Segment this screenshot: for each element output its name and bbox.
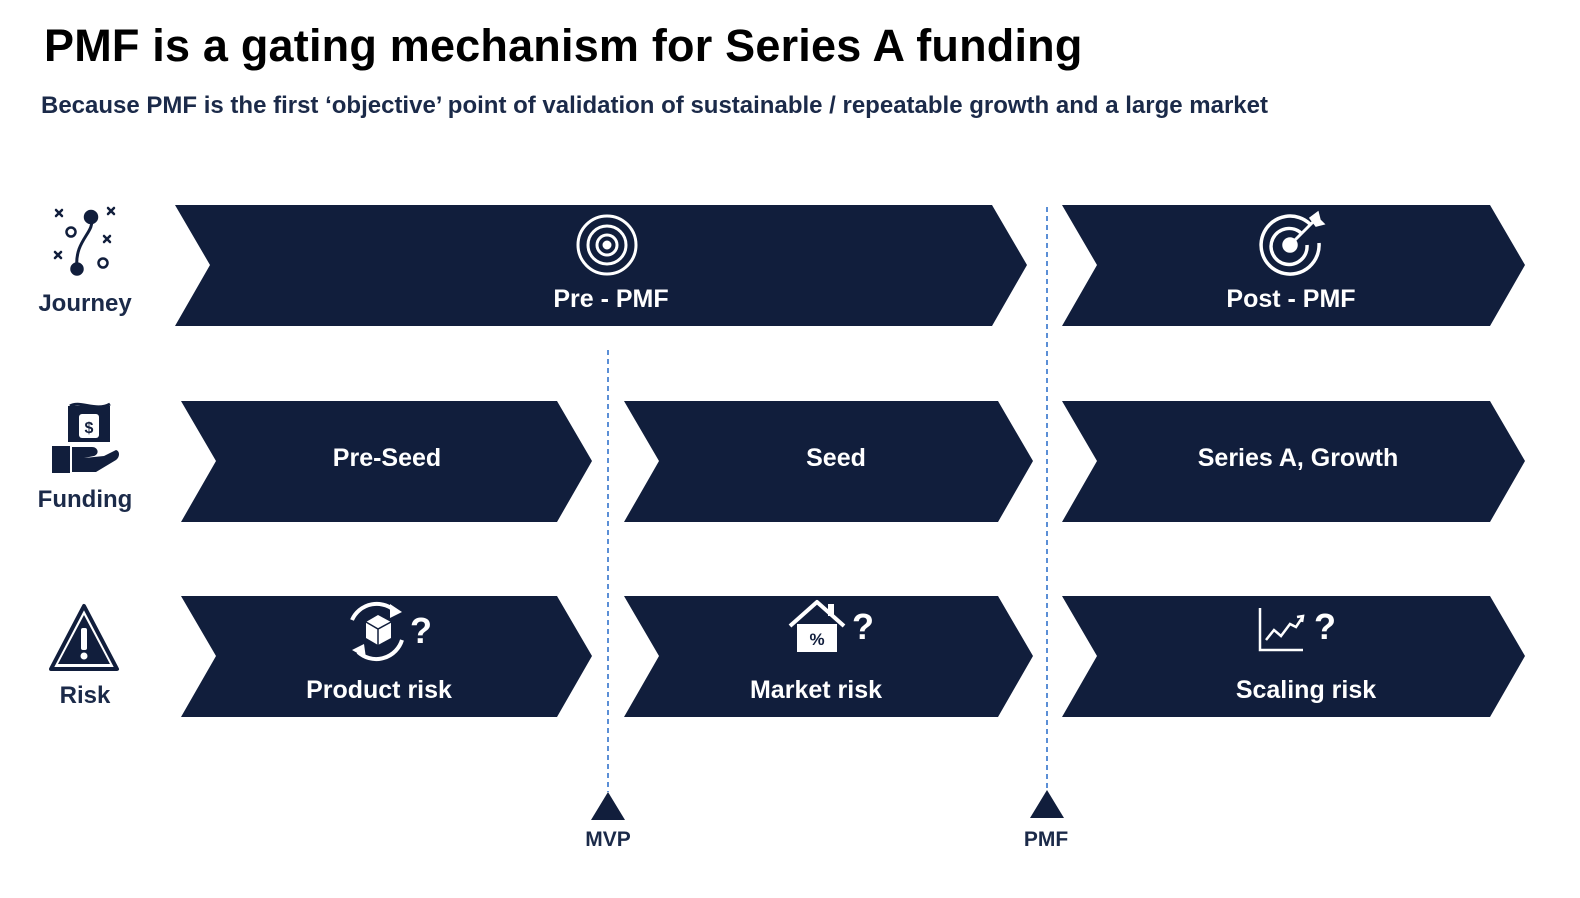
strategy-play-icon <box>53 206 116 276</box>
stage-label-seed: Seed <box>806 444 866 472</box>
stage-label-scaling-risk: Scaling risk <box>1235 676 1377 704</box>
target-arrow-icon <box>1259 210 1326 276</box>
page-title: PMF is a gating mechanism for Series A f… <box>44 20 1083 71</box>
growth-chart-icon <box>1258 608 1305 652</box>
svg-text:$: $ <box>85 420 94 437</box>
chevron-pre-seed <box>181 401 592 522</box>
row-label-funding: Funding <box>37 486 133 513</box>
stage-label-series-a: Series A, Growth <box>1197 444 1399 472</box>
chevron-market-risk <box>624 596 1033 717</box>
row-label-journey: Journey <box>38 290 132 317</box>
row-label-risk: Risk <box>59 682 111 709</box>
target-icon <box>576 214 638 276</box>
chevron-seed <box>624 401 1033 522</box>
stage-label-product-risk: Product risk <box>306 676 452 704</box>
house-percent-icon: % <box>788 600 846 652</box>
chevron-series-a <box>1062 401 1525 522</box>
marker-label-mvp: MVP <box>585 828 631 851</box>
chevron-scaling-risk <box>1062 596 1525 717</box>
product-cycle-icon <box>350 601 404 662</box>
money-hand-icon: $ <box>52 402 119 473</box>
chevron-pre-pmf <box>175 205 1027 326</box>
product-risk-question-mark: ? <box>410 610 432 651</box>
marker-label-pmf: PMF <box>1023 828 1069 851</box>
market-risk-question-mark: ? <box>852 606 874 647</box>
stage-label-post-pmf: Post - PMF <box>1226 285 1356 313</box>
stage-label-pre-pmf: Pre - PMF <box>553 285 669 313</box>
scaling-risk-question-mark: ? <box>1314 606 1336 647</box>
stage-label-pre-seed: Pre-Seed <box>332 444 442 472</box>
pmf-marker-triangle <box>1030 790 1064 818</box>
mvp-marker-triangle <box>591 792 625 820</box>
stage-label-market-risk: Market risk <box>749 676 883 704</box>
svg-text:%: % <box>809 630 824 649</box>
page-subtitle: Because PMF is the first ‘objective’ poi… <box>41 92 1268 119</box>
warning-icon <box>49 604 119 671</box>
